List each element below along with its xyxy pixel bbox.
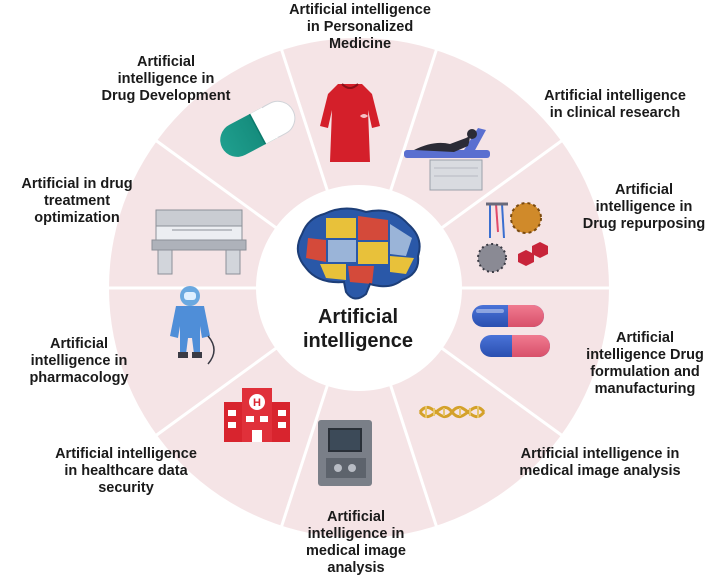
label-line: Artificial (136, 54, 195, 70)
label-line: Artificial (49, 336, 108, 352)
label-line: intelligence in (30, 353, 128, 369)
label-healthcare-data-security: Artificial intelligence in healthcare da… (36, 446, 216, 497)
label-line: Artificial intelligence (544, 88, 686, 104)
label-line: Artificial (615, 330, 674, 346)
dna-icon (418, 405, 486, 419)
label-line: intelligence in (307, 526, 405, 542)
label-line: optimization (34, 210, 120, 226)
capsules-icon (472, 305, 550, 357)
label-drug-treatment-optimization: Artificial in drug treatment optimizatio… (2, 176, 152, 227)
center-title: Artificial intelligence (288, 305, 428, 353)
label-line: analysis (327, 560, 385, 576)
label-medical-image-analysis-bottom: Artificial intelligence in medical image… (286, 509, 426, 577)
label-line: in Personalized (306, 19, 414, 35)
hazmat-suit-icon (170, 286, 215, 365)
brain-puzzle-icon (296, 207, 421, 300)
label-line: medical image analysis (519, 463, 681, 479)
label-drug-repurposing: Artificial intelligence in Drug repurpos… (574, 182, 714, 233)
center-title-line: Artificial (317, 306, 399, 328)
label-line: security (98, 480, 154, 496)
label-line: Drug Development (101, 88, 231, 104)
medical-device-icon (318, 420, 372, 486)
hospital-icon: H (224, 388, 290, 442)
label-line: Artificial intelligence (289, 2, 431, 18)
label-line: Artificial intelligence (55, 446, 197, 462)
label-line: Artificial in drug (21, 176, 133, 192)
label-line: in healthcare data (64, 463, 188, 479)
molecules-icon (477, 202, 548, 273)
label-line: formulation and (590, 364, 700, 380)
label-pharmacology: Artificial intelligence in pharmacology (4, 336, 154, 387)
svg-text:H: H (253, 397, 261, 409)
label-line: Artificial (614, 182, 673, 198)
label-line: pharmacology (29, 370, 129, 386)
label-drug-development: Artificial intelligence in Drug Developm… (86, 54, 246, 105)
label-line: intelligence in (595, 199, 693, 215)
label-medical-image-analysis-right: Artificial intelligence in medical image… (498, 446, 702, 480)
label-line: Drug repurposing (582, 216, 706, 232)
label-personalized-medicine: Artificial intelligence in Personalized … (270, 2, 450, 53)
label-line: Medicine (328, 36, 392, 52)
center-title-line: intelligence (302, 330, 414, 352)
label-line: Artificial (326, 509, 385, 525)
lab-bench-icon (151, 209, 247, 275)
label-drug-formulation: Artificial intelligence Drug formulation… (576, 330, 714, 398)
label-line: in clinical research (549, 105, 681, 121)
label-line: intelligence in (117, 71, 215, 87)
label-line: Artificial intelligence in (520, 446, 680, 462)
label-line: intelligence Drug (586, 347, 704, 363)
surgical-gown-icon (320, 83, 380, 162)
label-line: manufacturing (594, 381, 696, 397)
label-clinical-research: Artificial intelligence in clinical rese… (520, 88, 710, 122)
label-line: medical image (306, 543, 406, 559)
pill-capsule-icon (220, 100, 296, 157)
patient-bed-icon (404, 128, 490, 191)
label-line: treatment (43, 193, 111, 209)
